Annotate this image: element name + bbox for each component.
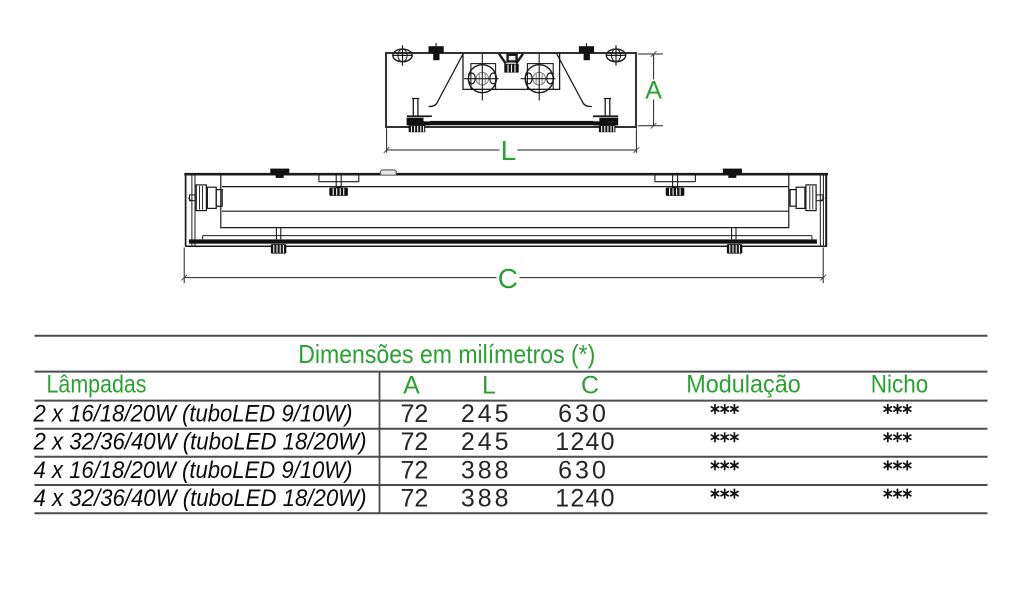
svg-text:2 x 32/36/40W (tuboLED 18/20W): 2 x 32/36/40W (tuboLED 18/20W) [33,429,367,456]
svg-text:Dimensões em milímetros (*): Dimensões em milímetros (*) [298,339,595,369]
svg-text:L: L [501,135,517,166]
svg-text:4 x 16/18/20W (tuboLED 9/10W): 4 x 16/18/20W (tuboLED 9/10W) [34,457,353,484]
svg-text:388: 388 [461,485,512,513]
svg-text:1240: 1240 [555,428,615,456]
svg-text:630: 630 [558,400,609,428]
svg-text:A: A [645,77,662,105]
svg-text:72: 72 [400,485,428,513]
svg-text:630: 630 [558,456,609,484]
svg-text:C: C [498,263,518,294]
svg-text:L: L [482,372,496,400]
svg-text:72: 72 [400,456,428,484]
svg-text:4 x 32/36/40W (tuboLED 18/20W): 4 x 32/36/40W (tuboLED 18/20W) [34,485,367,512]
svg-text:A: A [403,372,420,400]
svg-text:2 x 16/18/20W (tuboLED 9/10W): 2 x 16/18/20W (tuboLED 9/10W) [33,401,353,428]
svg-text:1240: 1240 [555,485,615,513]
svg-text:72: 72 [400,428,428,456]
svg-text:72: 72 [400,400,428,428]
svg-text:245: 245 [461,428,512,456]
svg-text:245: 245 [461,400,512,428]
svg-text:C: C [581,372,599,400]
svg-text:Modulação: Modulação [686,371,801,399]
svg-text:Nicho: Nicho [871,371,929,399]
svg-text:388: 388 [461,456,512,484]
svg-text:Lâmpadas: Lâmpadas [47,371,147,399]
